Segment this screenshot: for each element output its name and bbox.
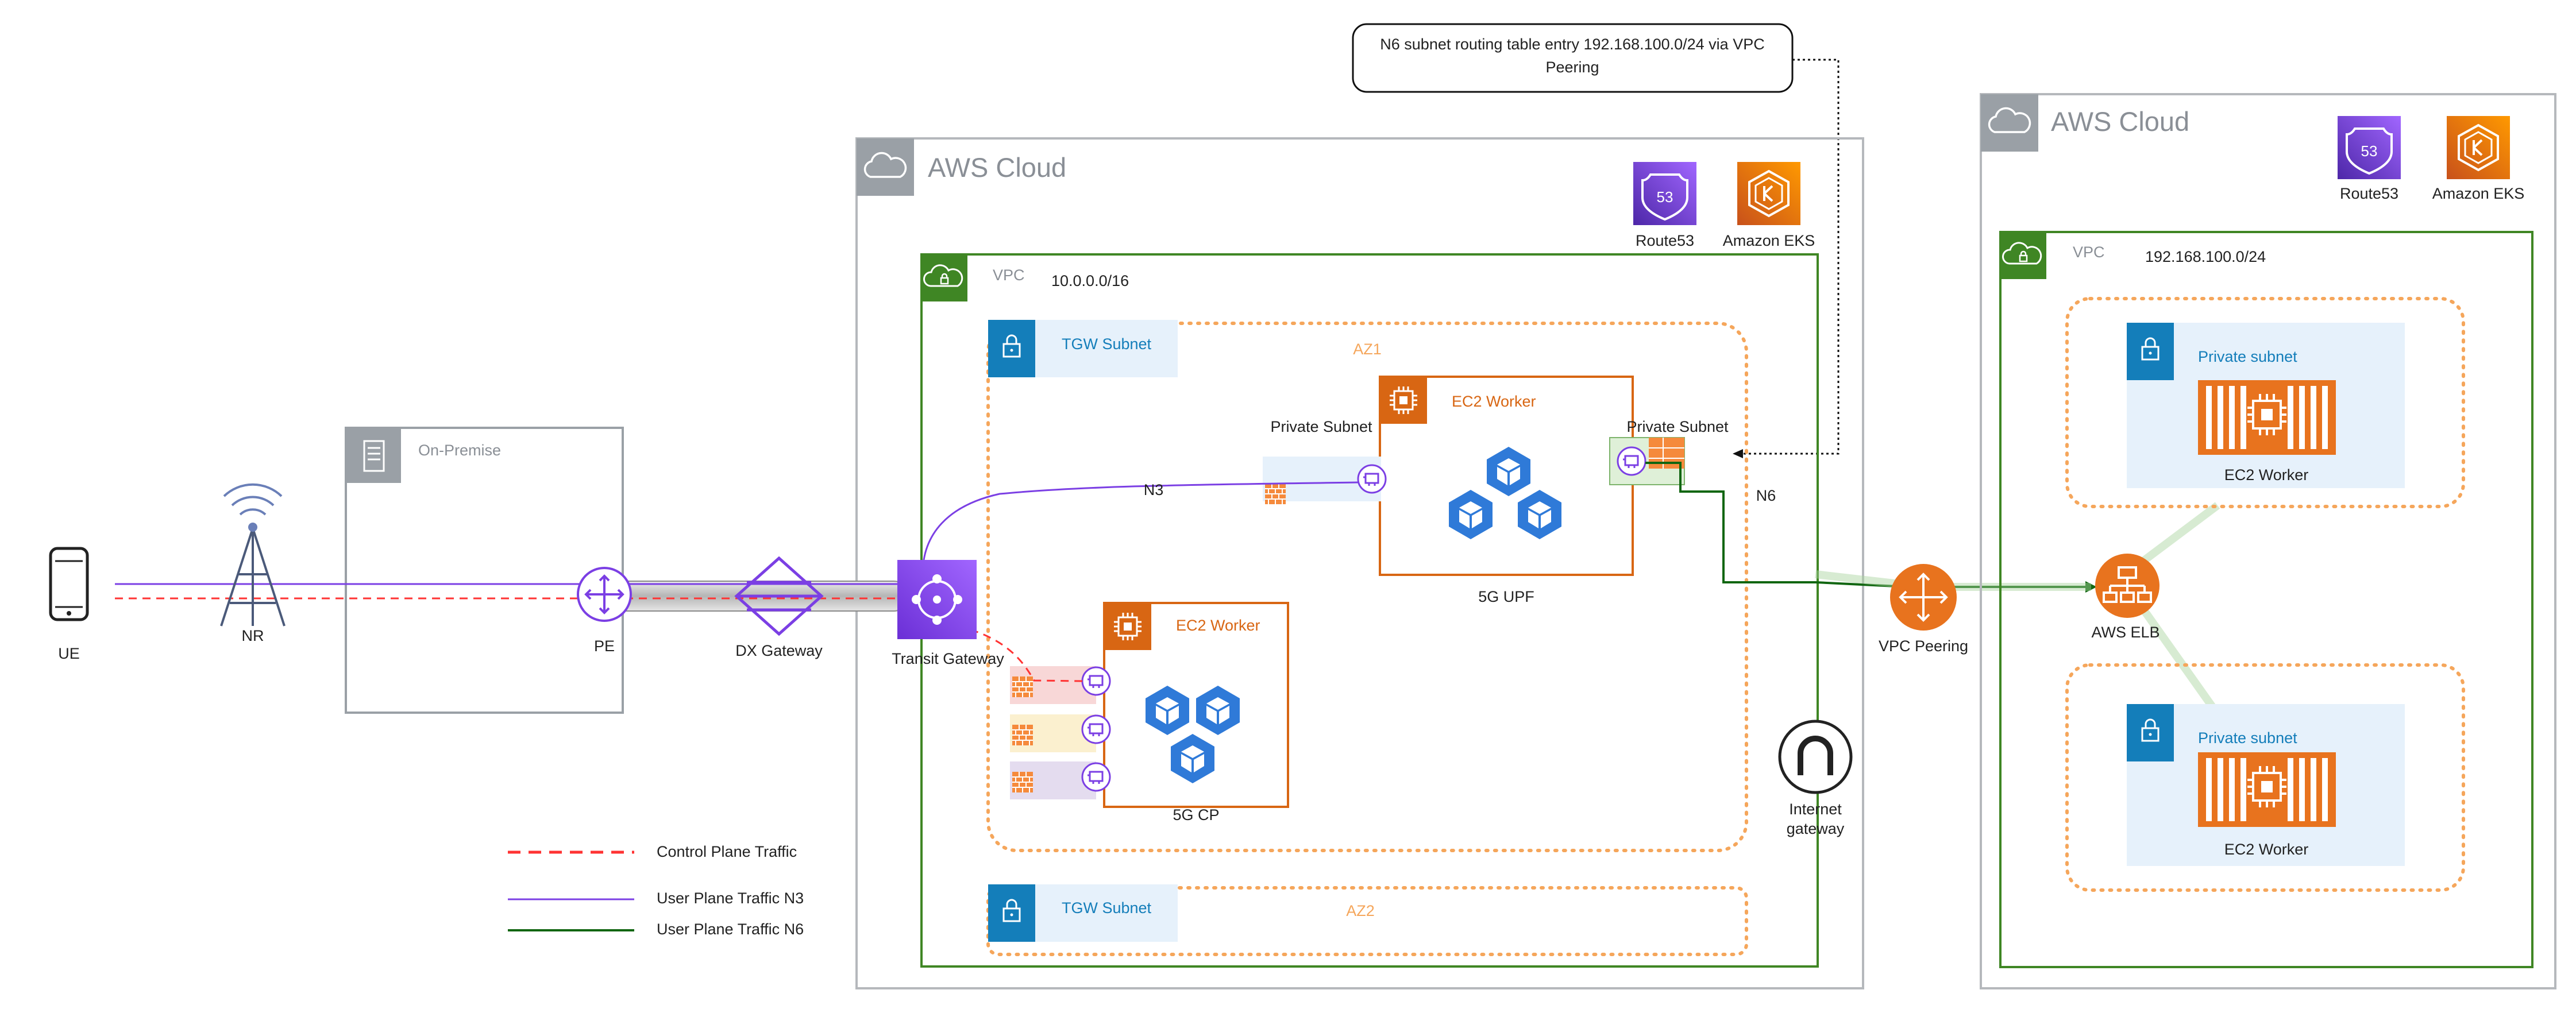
upf-worker-label: EC2 Worker: [1452, 393, 1536, 410]
right-az-lower: [2065, 663, 2465, 892]
internet-gateway-icon: [1778, 720, 1853, 794]
right-route53-label: Route53: [2340, 185, 2398, 202]
legend: Control Plane Traffic User Plane Traffic…: [508, 843, 804, 938]
n6-label: N6: [1756, 487, 1776, 504]
left-vpc-label: VPC: [993, 266, 1025, 284]
right-vpc: VPC 192.168.100.0/24: [1999, 231, 2533, 968]
cp-worker-label: EC2 Worker: [1176, 617, 1260, 634]
vpc-peering-icon: [1890, 564, 1957, 631]
igw-label-line-1: Internet: [1789, 801, 1842, 818]
upf-private-subnet-right-label: Private Subnet: [1626, 418, 1729, 435]
right-az-upper: [2065, 297, 2465, 508]
phone-icon: [49, 547, 89, 621]
upf-label: 5G UPF: [1478, 588, 1534, 605]
right-cloud-title: AWS Cloud: [2051, 106, 2189, 137]
elb-icon: [2095, 554, 2159, 618]
cp-ec2-worker: EC2 Worker: [1103, 602, 1289, 808]
n6-arrowhead: [2085, 581, 2097, 593]
right-eks-label: Amazon EKS: [2432, 185, 2525, 202]
transit-gateway-icon: [897, 560, 977, 639]
right-private-subnet-lower: Private subnet EC2 Worker: [2127, 704, 2405, 866]
on-premise-zone: On-Premise: [345, 427, 624, 714]
right-private-subnet-1-label: Private subnet: [2198, 348, 2297, 365]
legend-n3-label: User Plane Traffic N3: [657, 890, 804, 907]
n3-traffic-line: [115, 481, 1359, 585]
left-aws-cloud: AWS Cloud: [855, 137, 1864, 989]
router-icon: [577, 567, 632, 622]
server-icon: [363, 440, 385, 472]
az1-label: AZ1: [1353, 341, 1382, 358]
legend-n6-label: User Plane Traffic N6: [657, 921, 804, 938]
firewall-icon: [1012, 771, 1034, 793]
firewall-icon: [1012, 676, 1034, 698]
transit-gateway-label: Transit Gateway: [892, 650, 1004, 667]
eni-icon: [1081, 714, 1111, 744]
right-private-subnet-2-label: Private subnet: [2198, 729, 2297, 747]
firewall-icon: [1264, 483, 1286, 505]
ec2-chip-icon: [1389, 385, 1418, 415]
ec2-instance-icon: [2197, 751, 2337, 828]
callout-line-2: Peering: [1545, 59, 1599, 76]
right-private-subnet-upper: Private subnet EC2 Worker: [2127, 323, 2405, 488]
pe-label: PE: [594, 637, 615, 655]
callout-connector: [1741, 59, 1840, 455]
right-vpc-label: VPC: [2073, 243, 2105, 261]
nr-label: NR: [242, 627, 264, 644]
right-aws-cloud: AWS Cloud: [1980, 93, 2556, 989]
vpc-peering-label: VPC Peering: [1879, 637, 1968, 655]
igw-label-line-2: gateway: [1787, 820, 1845, 837]
left-eks-label: Amazon EKS: [1723, 232, 1815, 249]
callout-line-1: N6 subnet routing table entry 192.168.10…: [1380, 36, 1764, 53]
eni-icon: [1081, 666, 1111, 696]
route53-icon: [2336, 115, 2402, 180]
tgw-subnet-az2: TGW Subnet: [988, 884, 1178, 942]
left-cloud-title: AWS Cloud: [928, 152, 1066, 183]
tgw-subnet-2-label: TGW Subnet: [1062, 899, 1152, 917]
n3-label: N3: [1144, 481, 1164, 498]
tgw-subnet-1-label: TGW Subnet: [1062, 335, 1152, 353]
ec2-chip-icon: [1113, 612, 1143, 641]
ec2-instance-icon: [2197, 379, 2337, 456]
dx-gateway-icon: [734, 556, 824, 636]
firewall-icon: [1012, 724, 1034, 746]
right-worker-2-label: EC2 Worker: [2224, 841, 2309, 858]
tgw-subnet-az1: TGW Subnet: [988, 320, 1178, 377]
right-worker-1-label: EC2 Worker: [2224, 466, 2309, 484]
upf-ec2-worker: EC2 Worker: [1379, 376, 1634, 576]
dx-gateway-label: DX Gateway: [735, 642, 823, 659]
left-route53-label: Route53: [1636, 232, 1694, 249]
callout-arrowhead: [1733, 449, 1743, 458]
right-vpc-cidr: 192.168.100.0/24: [2145, 248, 2266, 265]
radio-tower-icon: [220, 483, 286, 627]
eni-icon: [1357, 464, 1387, 494]
n6-traffic-line: [1645, 462, 2091, 588]
upf-private-subnet-left-label: Private Subnet: [1270, 418, 1372, 435]
eni-icon: [1617, 446, 1646, 476]
elb-label: AWS ELB: [2091, 624, 2159, 641]
ue-label: UE: [58, 645, 80, 662]
left-vpc-cidr: 10.0.0.0/16: [1051, 272, 1129, 289]
route53-icon: [1632, 161, 1698, 226]
eks-icon: [1736, 161, 1802, 226]
eni-icon: [1081, 762, 1111, 792]
eks-icon: [2446, 115, 2511, 180]
az1-zone: [986, 322, 1748, 852]
cp-label: 5G CP: [1173, 806, 1219, 823]
on-premise-title: On-Premise: [418, 442, 501, 459]
az2-label: AZ2: [1346, 902, 1375, 919]
routing-callout: N6 subnet routing table entry 192.168.10…: [1352, 23, 1794, 93]
legend-control-label: Control Plane Traffic: [657, 843, 797, 860]
